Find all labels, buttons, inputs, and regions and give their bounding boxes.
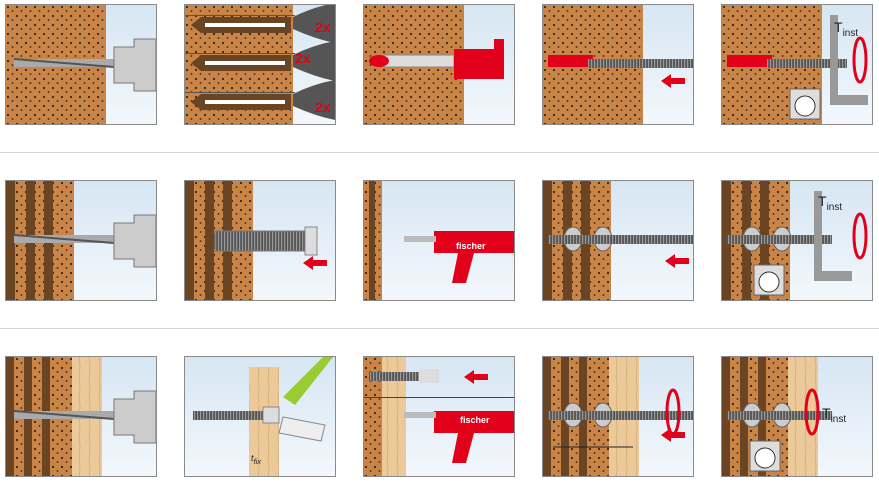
torque-label: Tinst	[834, 19, 858, 39]
step-perforated-brick-insert-sleeve	[184, 180, 336, 301]
torque-label: Tinst	[822, 405, 846, 425]
step-illustration	[364, 5, 504, 124]
step-solid-masonry-drill	[5, 4, 157, 125]
torque-label: Tinst	[818, 193, 842, 213]
tfix-symbol: t	[251, 453, 254, 463]
step-illustration	[193, 357, 333, 476]
step-illustration	[722, 5, 868, 124]
brand-logo: fischer	[456, 241, 486, 251]
torque-symbol: T	[834, 19, 843, 35]
tfix-subscript: fix	[253, 456, 262, 466]
torque-subscript: inst	[830, 413, 847, 425]
step-illustration	[364, 181, 514, 300]
step-through-fixture-torque: Tinst	[721, 356, 873, 477]
step-solid-masonry-torque: Tinst	[721, 4, 873, 125]
torque-subscript: inst	[842, 27, 859, 39]
step-illustration	[722, 357, 832, 476]
step-illustration	[185, 181, 327, 300]
step-perforated-brick-inject: fischer	[363, 180, 515, 301]
row-separator	[0, 152, 879, 153]
step-solid-masonry-inject	[363, 4, 515, 125]
step-illustration	[6, 357, 156, 476]
repeat-label: 2x	[315, 19, 331, 35]
row-separator	[0, 328, 879, 329]
step-illustration	[6, 181, 156, 300]
step-through-fixture-insert-and-inject: fischer	[363, 356, 515, 477]
step-illustration	[6, 5, 156, 124]
step-through-fixture-cut-sleeve: tfix	[184, 356, 336, 477]
torque-symbol: T	[822, 405, 831, 421]
step-through-fixture-drill	[5, 356, 157, 477]
step-solid-masonry-insert-rod	[542, 4, 694, 125]
step-illustration	[722, 181, 868, 300]
torque-symbol: T	[818, 193, 827, 209]
step-perforated-brick-insert-rod	[542, 180, 694, 301]
step-perforated-brick-drill	[5, 180, 157, 301]
step-illustration	[185, 5, 335, 124]
step-illustration	[543, 5, 693, 124]
repeat-label: 2x	[315, 99, 331, 115]
step-perforated-brick-torque: Tinst	[721, 180, 873, 301]
torque-subscript: inst	[826, 201, 843, 213]
step-illustration	[364, 357, 514, 476]
repeat-label: 2x	[295, 50, 311, 66]
brand-logo: fischer	[460, 415, 490, 425]
step-through-fixture-insert-rod	[542, 356, 694, 477]
fixture-thickness-label: tfix	[251, 453, 261, 466]
step-illustration	[543, 181, 693, 300]
step-illustration	[543, 357, 693, 476]
